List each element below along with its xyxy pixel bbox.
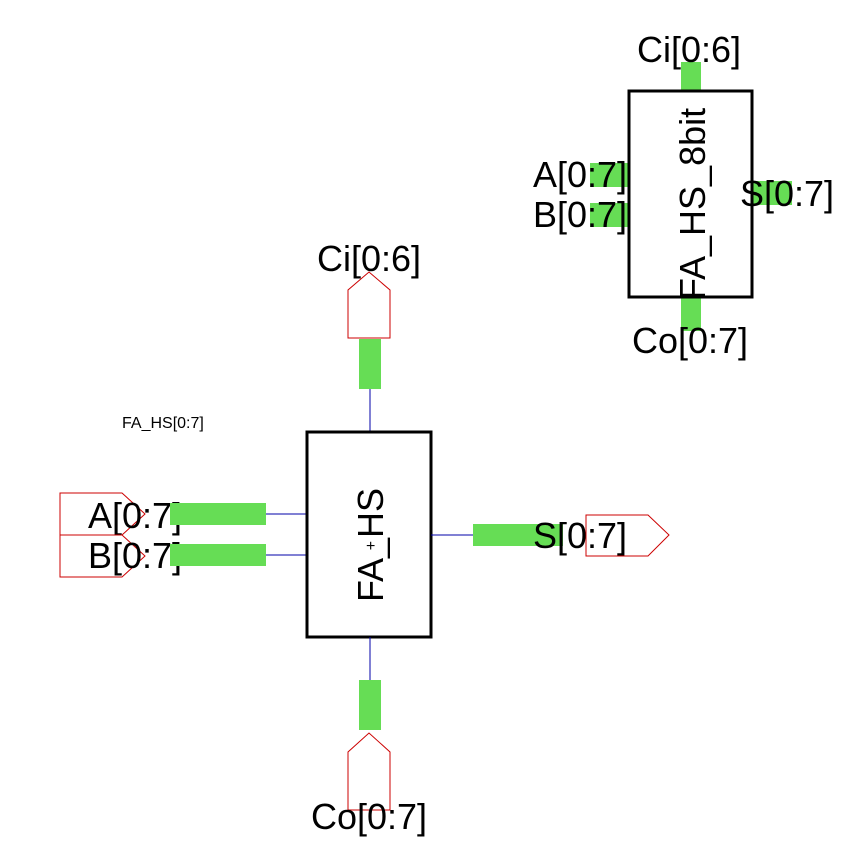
b-bus xyxy=(170,544,266,566)
symbol-port-a: A[0:7] xyxy=(533,154,627,195)
symbol-port-s: S[0:7] xyxy=(740,173,834,214)
schematic-view: FA_HS[0:7] Ci[0:6] A[0:7] B[0:7] FA_HS +… xyxy=(59,238,670,837)
symbol-block[interactable] xyxy=(627,89,754,299)
co-port-shape[interactable] xyxy=(347,732,391,811)
co-port-label: Co[0:7] xyxy=(311,796,427,837)
a-port-shape[interactable] xyxy=(59,492,146,536)
a-bus xyxy=(170,503,266,525)
block-origin-marker: + xyxy=(366,538,375,555)
ci-bus xyxy=(359,339,381,389)
fa-hs-block-label: FA_HS xyxy=(350,488,391,602)
ci-port-label: Ci[0:6] xyxy=(317,238,421,279)
symbol-co-bus xyxy=(681,297,701,331)
symbol-view: Ci[0:6] A[0:7] B[0:7] S[0:7] Co[0:7] FA_… xyxy=(533,29,834,361)
ci-port-shape[interactable] xyxy=(347,271,391,339)
symbol-block-label: FA_HS_8bit xyxy=(672,108,713,300)
symbol-port-ci: Ci[0:6] xyxy=(637,29,741,70)
instance-name: FA_HS[0:7] xyxy=(122,415,204,432)
b-port-shape[interactable] xyxy=(59,534,146,578)
symbol-s-bus xyxy=(752,181,792,205)
a-port-label: A[0:7] xyxy=(88,495,182,536)
s-port-label: S[0:7] xyxy=(533,515,627,556)
co-bus xyxy=(359,680,381,730)
symbol-a-bus xyxy=(590,163,630,187)
b-port-label: B[0:7] xyxy=(88,535,182,576)
symbol-b-bus xyxy=(590,203,630,227)
symbol-ci-bus xyxy=(681,62,701,92)
symbol-port-b: B[0:7] xyxy=(533,194,627,235)
s-port-shape[interactable] xyxy=(585,514,670,557)
symbol-port-co: Co[0:7] xyxy=(632,320,748,361)
s-bus xyxy=(473,524,563,546)
